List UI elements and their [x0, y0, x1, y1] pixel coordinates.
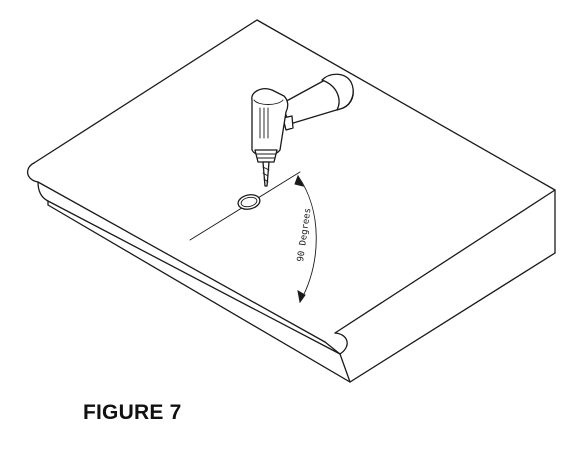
drill-bit-flutes: [262, 166, 270, 183]
drill-chuck-ridges: [256, 153, 277, 159]
drill-motor-housing: [251, 88, 289, 157]
angle-arrow-bottom: [297, 290, 306, 304]
drill-chuck: [254, 149, 278, 163]
drill-trigger: [282, 115, 294, 131]
countertop-top-surface: [33, 19, 556, 334]
figure-caption: FIGURE 7: [83, 401, 182, 424]
hole-inner-ring: [240, 196, 258, 208]
angle-label: 90 Degrees: [296, 207, 313, 262]
angle-indicator: 90 Degrees: [294, 174, 317, 304]
drill-housing-collar: [253, 99, 284, 105]
drill-battery: [321, 73, 354, 111]
countertop-front-face-end: [339, 353, 351, 383]
countertop-side-face: [349, 252, 556, 383]
bullnose-end-curl: [324, 332, 348, 355]
angle-arrow-top: [294, 174, 304, 187]
countertop: [27, 19, 556, 383]
drill-housing-slots: [259, 107, 269, 139]
bullnose-edge-top: [27, 162, 326, 343]
angle-arc: [297, 175, 317, 303]
drill-icon: [251, 73, 354, 187]
countertop-front-face: [47, 200, 351, 383]
